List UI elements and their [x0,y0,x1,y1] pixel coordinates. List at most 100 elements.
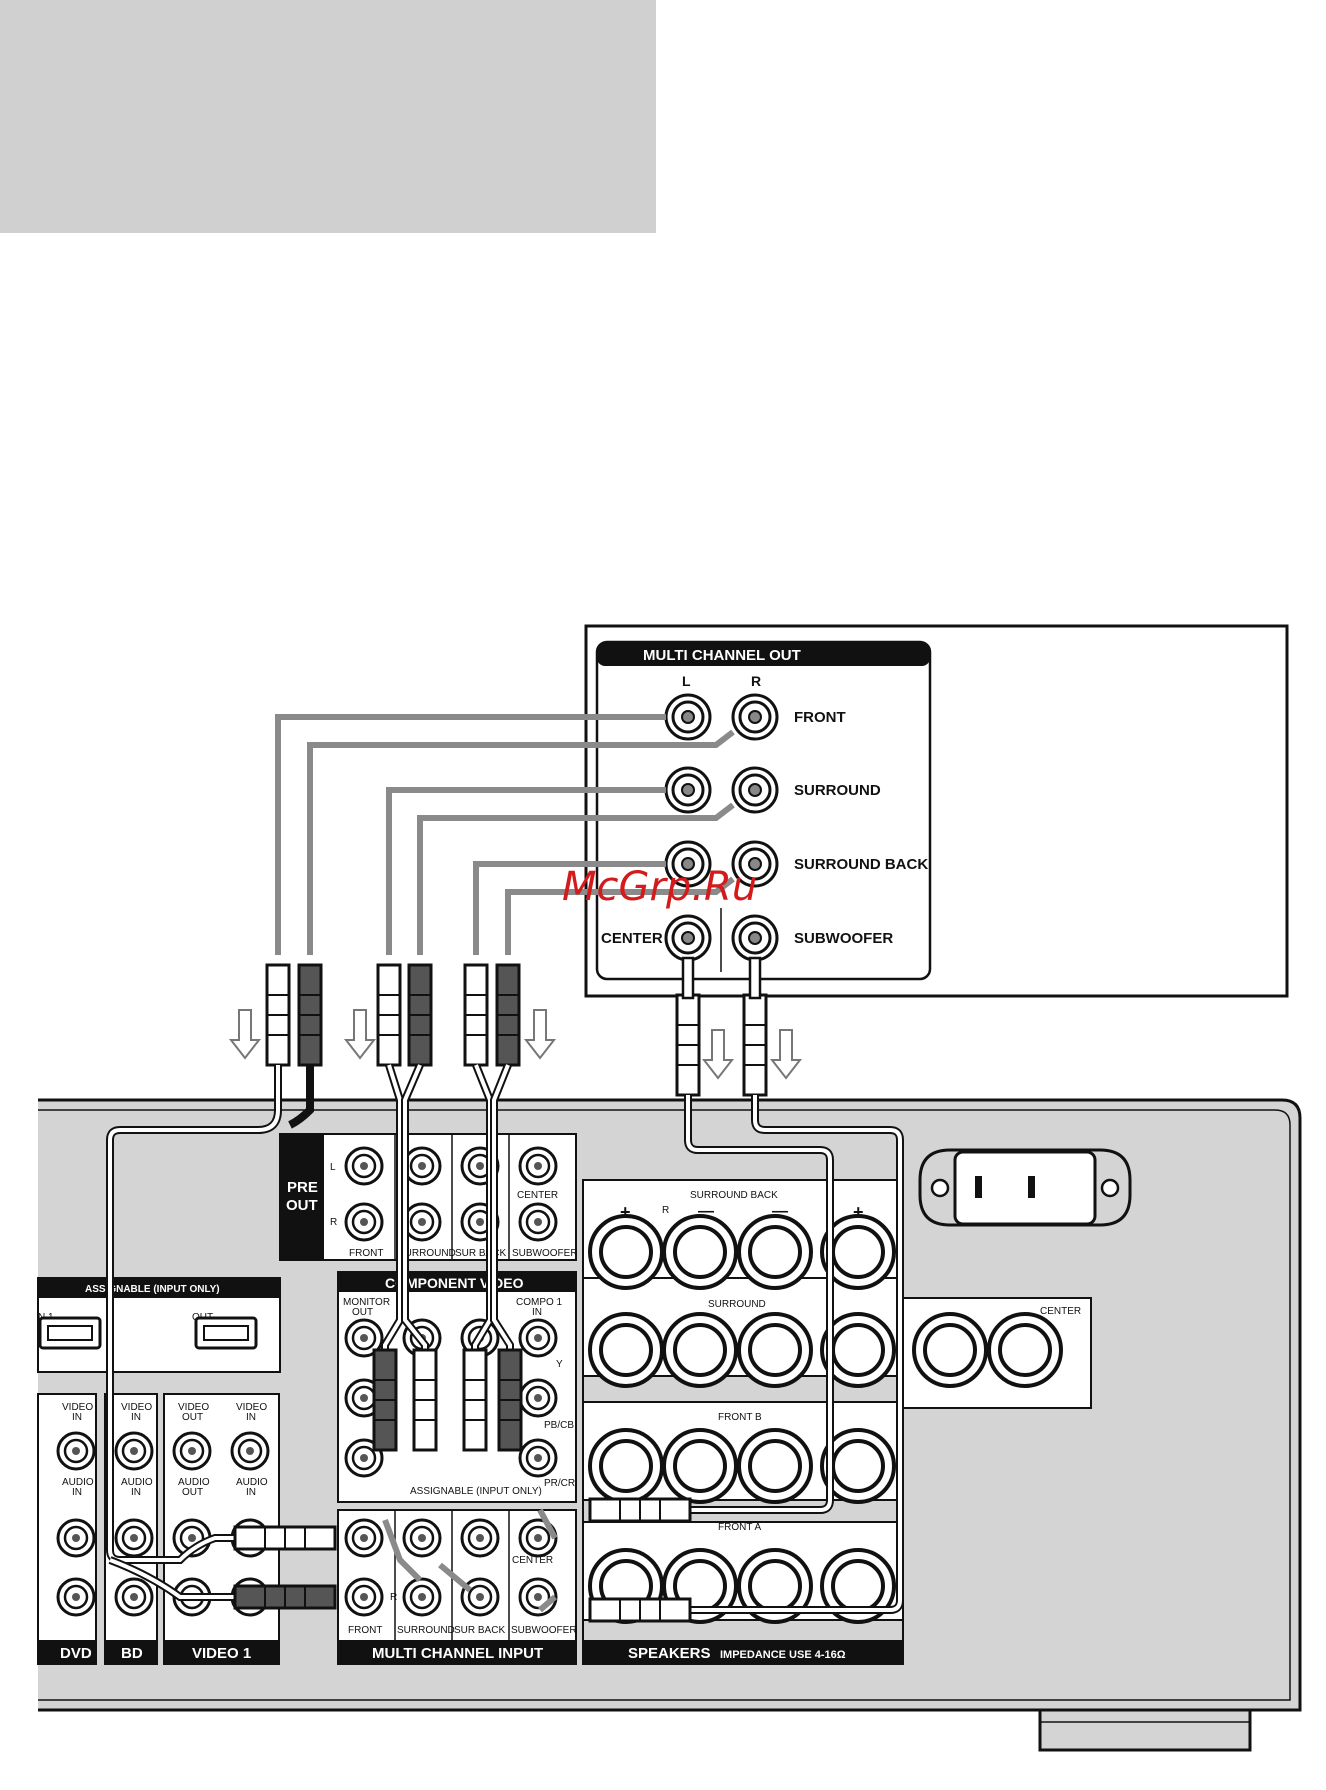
speaker-terminal[interactable] [912,1312,988,1388]
pre-out-center-jack[interactable] [518,1146,558,1186]
component-footer: ASSIGNABLE (INPUT ONLY) [410,1486,542,1497]
svg-text:OUT: OUT [182,1412,203,1423]
speakers-impedance-label: IMPEDANCE USE 4-16Ω [720,1649,846,1661]
cables-top [275,714,735,955]
mci-center-label: CENTER [512,1555,553,1566]
pre-out-surback-label: SUR BACK [455,1248,506,1259]
row-label-subwoofer: SUBWOOFER [794,930,893,947]
pre-out-front-r-jack[interactable] [344,1202,384,1242]
mci-surround-r-jack[interactable] [402,1577,442,1617]
mci-surround-label: SURROUND [397,1625,455,1636]
bd-audio-l-jack[interactable] [114,1518,154,1558]
svg-text:COMPO 1: COMPO 1 [516,1297,563,1308]
pre-out-label-1: PRE [287,1179,318,1196]
multi-channel-out-header: MULTI CHANNEL OUT [643,647,801,664]
speaker-terminal[interactable] [588,1312,664,1388]
mci-surround-l-jack[interactable] [402,1518,442,1558]
svg-text:IN: IN [246,1412,256,1423]
svg-text:IN: IN [72,1412,82,1423]
pre-out-center-label: CENTER [517,1190,558,1201]
input-dvd-label: DVD [60,1645,92,1662]
mci-surback-l-jack[interactable] [460,1518,500,1558]
dvd-video-in-jack[interactable] [56,1431,96,1471]
dvd-audio-r-jack[interactable] [56,1577,96,1617]
component-1-pr-jack[interactable] [518,1438,558,1478]
speaker-terminal[interactable] [662,1428,738,1504]
pre-out-surround-label: SURROUND [398,1248,456,1259]
center-label: CENTER [601,930,663,947]
speaker-center-label: CENTER [1040,1306,1081,1317]
mci-r-label: R [390,1592,397,1603]
speaker-terminal[interactable] [662,1214,738,1290]
hdmi-section: ASSIGNABLE (INPUT ONLY) N 1 OUT [37,1277,281,1373]
out-subwoofer-jack[interactable] [731,914,779,962]
plus-sign: + [853,1202,864,1222]
speakers-label: SPEAKERS [628,1645,711,1662]
pre-out-front-l-jack[interactable] [344,1146,384,1186]
svg-text:OUT: OUT [182,1487,203,1498]
pre-out-l: L [330,1162,336,1173]
multi-channel-input-section: MULTI CHANNEL INPUT L R CENTER FRONT SUR… [337,1509,577,1665]
speaker-terminal[interactable] [737,1214,813,1290]
out-front-r-jack[interactable] [731,693,779,741]
svg-text:IN: IN [532,1307,542,1318]
svg-text:IN: IN [72,1487,82,1498]
component-1-pb-jack[interactable] [518,1378,558,1418]
row-label-front: FRONT [794,709,846,726]
out-surround-r-jack[interactable] [731,766,779,814]
mci-surback-label: SUR BACK [454,1625,505,1636]
pre-out-r: R [330,1217,337,1228]
speaker-terminal[interactable] [588,1428,664,1504]
svg-text:MONITOR: MONITOR [343,1297,390,1308]
col-label-l: L [682,673,691,689]
component-monitor-out: OUT [352,1307,373,1318]
gray-header-band [0,0,656,233]
component-y-label: Y [556,1359,563,1370]
video1-video-out-jack[interactable] [172,1431,212,1471]
pre-out-label-2: OUT [286,1197,318,1214]
col-label-r: R [751,673,761,689]
pre-out-surround-l-jack[interactable] [402,1146,442,1186]
input-bd-label: BD [121,1645,143,1662]
row-label-surround: SURROUND [794,782,881,799]
dvd-audio-l-jack[interactable] [56,1518,96,1558]
component-pr-label: PR/CR [544,1478,575,1489]
mci-front-label: FRONT [348,1625,382,1636]
speaker-terminal[interactable] [662,1312,738,1388]
mci-subwoofer-label: SUBWOOFER [511,1625,577,1636]
video1-video-in-jack[interactable] [230,1431,270,1471]
mci-front-r-jack[interactable] [344,1577,384,1617]
speaker-surround-label: SURROUND [708,1299,766,1310]
speaker-terminal[interactable] [987,1312,1063,1388]
out-front-l-jack[interactable] [664,693,712,741]
svg-text:VIDEO: VIDEO [121,1402,152,1413]
multi-channel-input-header: MULTI CHANNEL INPUT [372,1645,543,1662]
speaker-terminal[interactable] [737,1312,813,1388]
pre-out-subwoofer-label: SUBWOOFER [512,1248,578,1259]
speaker-terminal[interactable] [737,1428,813,1504]
svg-text:AUDIO: AUDIO [62,1477,94,1488]
plugs-top [265,956,768,1097]
speaker-r-label: R [662,1205,669,1216]
component-pb-label: PB/CB [544,1420,574,1431]
speaker-front-b-label: FRONT B [718,1412,762,1423]
speaker-front-a-label: FRONT A [718,1522,761,1533]
bd-video-in-jack[interactable] [114,1431,154,1471]
pre-out-subwoofer-jack[interactable] [518,1202,558,1242]
svg-text:VIDEO: VIDEO [236,1402,267,1413]
speaker-terminal[interactable] [588,1214,664,1290]
component-1-y-jack[interactable] [518,1318,558,1358]
pre-out-section: PRE OUT L R CENTER FRONT SURROUND SUR BA… [279,1133,578,1261]
svg-text:AUDIO: AUDIO [121,1477,153,1488]
out-surround-l-jack[interactable] [664,766,712,814]
speakers-section: SPEAKERS IMPEDANCE USE 4-16Ω SURROUND BA… [582,1179,1092,1665]
svg-text:AUDIO: AUDIO [178,1477,210,1488]
svg-text:IN: IN [131,1487,141,1498]
pre-out-surround-r-jack[interactable] [402,1202,442,1242]
mci-front-l-jack[interactable] [344,1518,384,1558]
pre-out-front-label: FRONT [349,1248,383,1259]
out-center-jack[interactable] [664,914,712,962]
svg-text:VIDEO: VIDEO [178,1402,209,1413]
bd-audio-r-jack[interactable] [114,1577,154,1617]
row-label-surround-back: SURROUND BACK [794,856,928,873]
